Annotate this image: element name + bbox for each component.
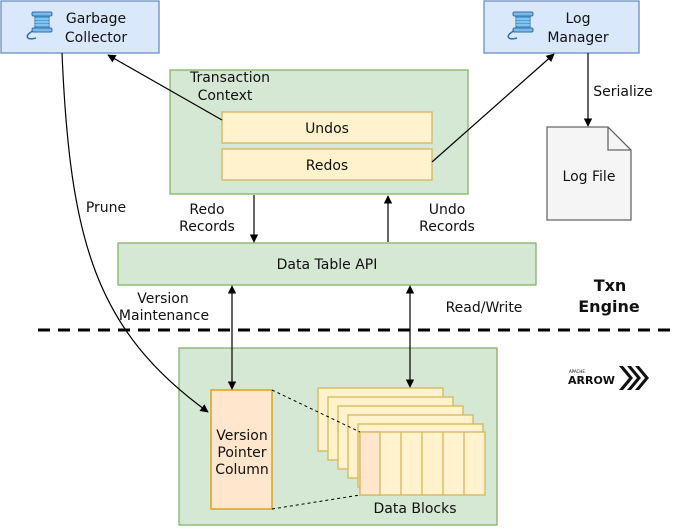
- svg-text:APACHE: APACHE: [569, 369, 585, 374]
- version-pointer-label-1: Version: [216, 428, 267, 444]
- transaction-context-box: Transaction Context Undos Redos: [169, 69, 469, 195]
- version-pointer-label-2: Pointer: [217, 445, 266, 461]
- redo-records-label-2: Records: [179, 219, 235, 235]
- garbage-collector-box: Garbage Collector: [0, 0, 160, 54]
- redos-to-log-manager-arrow: [431, 53, 555, 163]
- apache-arrow-logo: APACHE ARROW: [568, 366, 649, 390]
- spool-icon: [26, 11, 53, 40]
- spool-icon: [507, 11, 534, 40]
- read-write-label: Read/Write: [446, 300, 523, 316]
- log-file-label: Log File: [563, 169, 616, 185]
- undo-records-label-1: Undo: [429, 202, 466, 218]
- version-pointer-label-3: Column: [215, 462, 269, 478]
- garbage-collector-label-1: Garbage: [66, 11, 126, 27]
- log-manager-label-2: Manager: [547, 30, 609, 46]
- version-pointer-column-box: Version Pointer Column: [210, 389, 273, 510]
- undos-label: Undos: [305, 121, 349, 137]
- data-table-api-label: Data Table API: [277, 257, 378, 273]
- log-file-document: Log File: [546, 126, 632, 221]
- data-blocks-stack: Data Blocks: [317, 387, 486, 517]
- redos-box: [221, 148, 433, 181]
- column-mapping-line: [271, 494, 361, 510]
- column-mapping-line: [271, 389, 361, 433]
- svg-text:ARROW: ARROW: [568, 374, 615, 387]
- log-manager-box: Log Manager: [483, 0, 640, 54]
- version-maintenance-label-2: Maintenance: [119, 308, 209, 324]
- undos-box: [221, 111, 433, 144]
- redo-records-label-1: Redo: [189, 202, 224, 218]
- data-block-front: [359, 431, 486, 496]
- prune-arrow: [61, 52, 209, 413]
- transaction-context-label-2: Context: [198, 88, 253, 104]
- prune-label: Prune: [86, 200, 126, 216]
- log-manager-label-1: Log: [565, 11, 590, 27]
- undos-to-gc-arrow: [107, 54, 223, 121]
- version-maintenance-label-1: Version: [137, 291, 188, 307]
- serialize-label: Serialize: [593, 84, 652, 100]
- redos-label: Redos: [306, 158, 348, 174]
- garbage-collector-label-2: Collector: [65, 30, 127, 46]
- txn-engine-label-2: Engine: [578, 297, 640, 316]
- undo-records-label-2: Records: [419, 219, 475, 235]
- transaction-context-label-1: Transaction: [189, 70, 270, 86]
- data-blocks-label: Data Blocks: [373, 501, 456, 517]
- data-table-api-box: Data Table API: [117, 242, 537, 286]
- txn-engine-label-1: Txn: [594, 276, 627, 295]
